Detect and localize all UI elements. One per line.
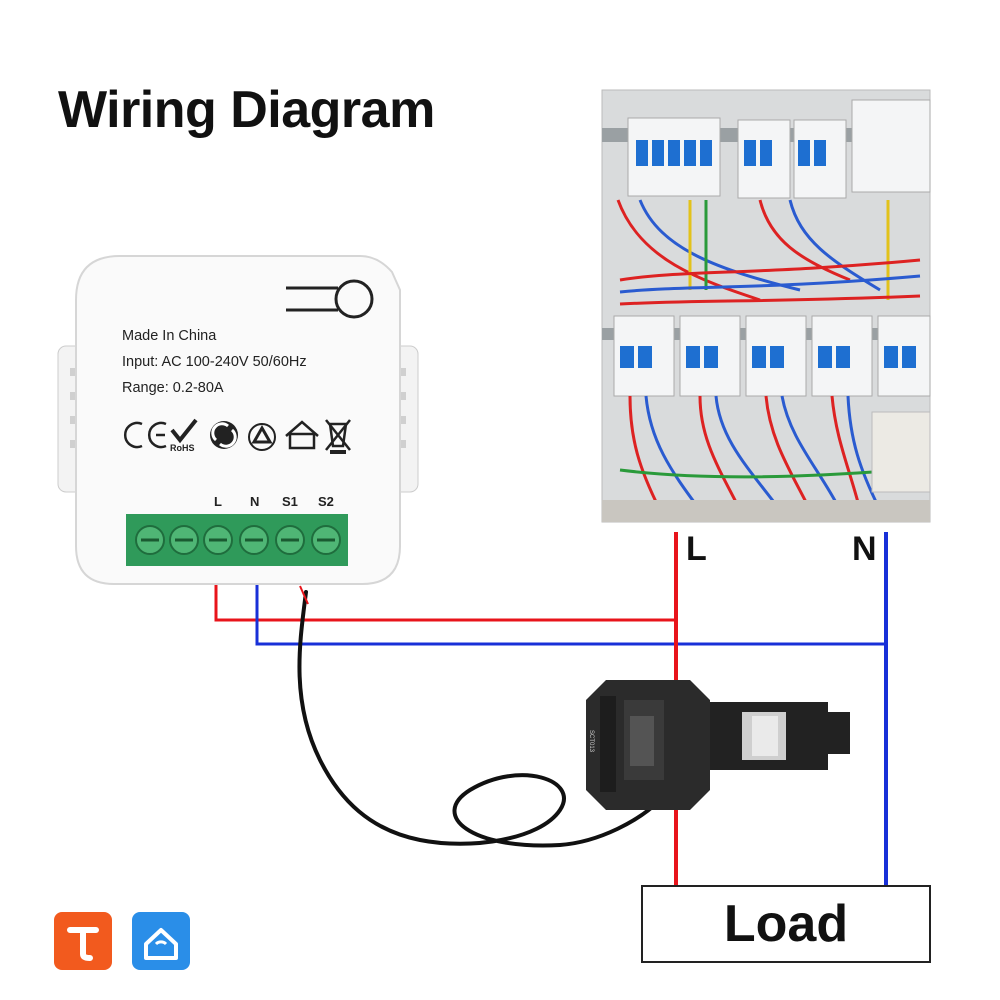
device-input-rating: Input: AC 100-240V 50/60Hz [122, 354, 307, 370]
svg-text:SCT013: SCT013 [588, 730, 594, 753]
load-box [641, 885, 931, 963]
live-wire-device [214, 582, 676, 622]
smart-life-app-icon [132, 912, 190, 970]
weee-bin-icon [325, 419, 351, 454]
recycle-icon [248, 423, 276, 451]
device-made-in: Made In China [122, 328, 217, 344]
button-icon [286, 279, 374, 319]
certification-icons: RoHS [124, 418, 351, 454]
ct-clamp-sensor: SCT013 [586, 680, 850, 810]
neutral-wire-device [255, 582, 886, 646]
home-icon [285, 420, 319, 450]
terminal-label-n: N [250, 494, 260, 509]
tuya-app-icon [54, 912, 112, 970]
svg-text:RoHS: RoHS [170, 443, 195, 453]
electrical-panel-photo [601, 89, 931, 523]
load-label: Load [723, 895, 849, 953]
device-range: Range: 0.2-80A [122, 380, 224, 396]
diagram-title: Wiring Diagram [58, 81, 435, 139]
terminal-label-s2: S2 [318, 494, 334, 509]
rohs-icon: RoHS [170, 418, 198, 453]
smart-meter-device [57, 255, 419, 585]
terminal-label-l: L [214, 494, 222, 509]
terminal-screws [135, 525, 341, 555]
terminal-label-s1: S1 [282, 494, 298, 509]
ce-mark-icon [124, 421, 167, 449]
ct-sensor-cable [297, 590, 662, 848]
live-line-label: L [686, 530, 707, 568]
green-dot-icon [210, 421, 238, 449]
neutral-line-label: N [852, 530, 877, 568]
